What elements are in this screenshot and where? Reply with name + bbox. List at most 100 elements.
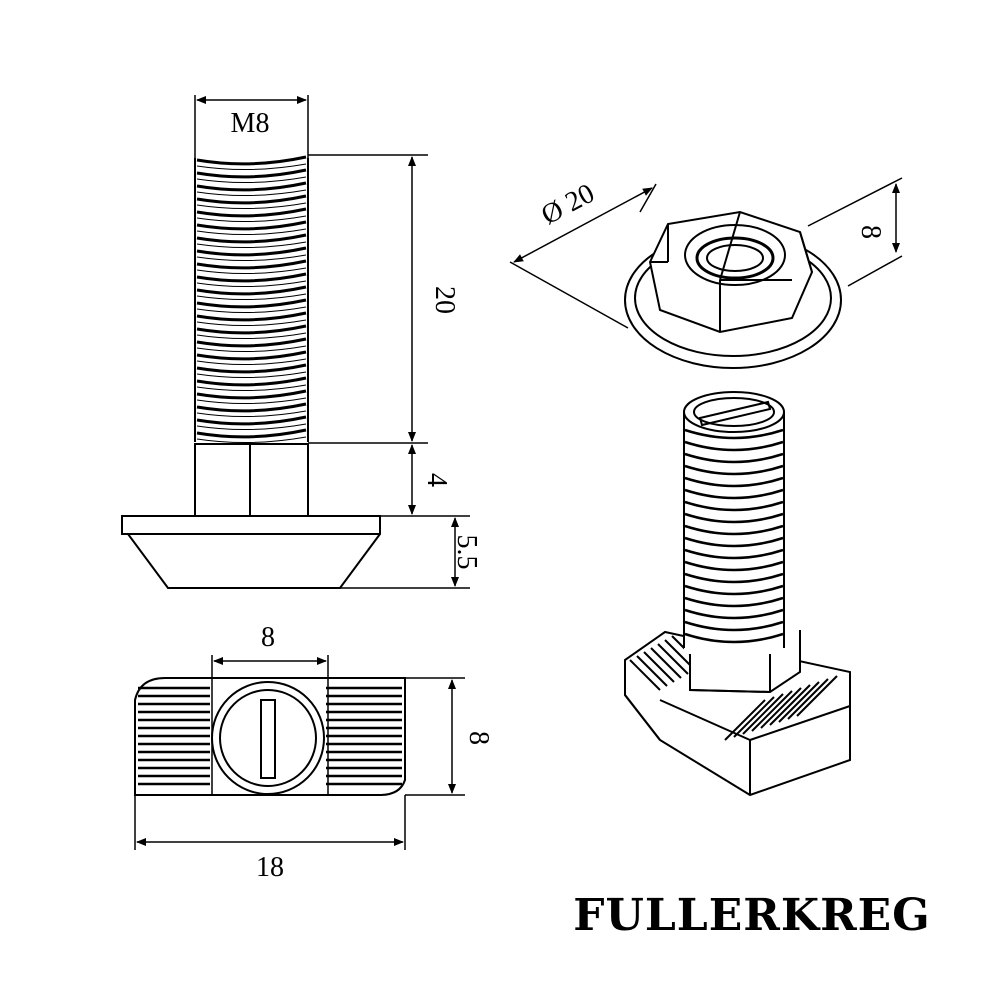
iso-ridge-right	[787, 678, 829, 720]
thread-crest	[196, 376, 307, 387]
thread-crest	[196, 428, 307, 439]
thread-root	[196, 215, 307, 223]
thread-root	[196, 176, 307, 184]
iso-ridge-right	[769, 684, 811, 726]
top-length-label: 18	[256, 852, 284, 883]
thread-crest	[196, 233, 307, 244]
thread-crest	[196, 181, 307, 192]
thread-root	[196, 241, 307, 249]
thread-crest	[196, 389, 307, 400]
iso-thread-crest	[684, 584, 784, 596]
iso-thread-crest	[684, 620, 784, 632]
bolt-neck	[194, 443, 309, 517]
iso-thread-crest	[684, 596, 784, 608]
thread-length-label: 20	[429, 286, 460, 314]
flange-nut	[509, 177, 903, 369]
iso-thread-crest	[684, 500, 784, 512]
thread-crest	[196, 337, 307, 348]
iso-thread-crest	[684, 536, 784, 548]
iso-thread-crest	[684, 548, 784, 560]
thread-body	[196, 155, 307, 444]
top-width-label: 8	[463, 731, 494, 745]
thread-crest	[196, 402, 307, 413]
nut-height-label: 8	[855, 225, 886, 239]
iso-ridge-left	[650, 647, 682, 679]
iso-thread-crest	[684, 428, 784, 440]
nut-bore-thread	[695, 236, 775, 280]
nut-diameter-label: Ø 20	[536, 178, 599, 231]
iso-ridge-left	[657, 643, 689, 675]
iso-thread-crest	[684, 452, 784, 464]
iso-ridge-left	[636, 655, 668, 687]
iso-ridge-right	[778, 681, 820, 723]
nut-hex	[648, 210, 814, 334]
thread-crest	[196, 168, 307, 179]
iso-ridge-right	[796, 675, 838, 717]
thread-crest	[196, 220, 307, 231]
iso-ridge-right	[742, 693, 784, 735]
thread-crest	[196, 272, 307, 283]
thread-root	[196, 293, 307, 301]
iso-thread-crest	[684, 464, 784, 476]
thread-crest	[196, 324, 307, 335]
thread-crest	[196, 350, 307, 361]
neck-height-label: 4	[421, 473, 452, 487]
top-view	[134, 655, 465, 850]
side-view	[121, 95, 470, 589]
slot-width-label: 8	[261, 622, 275, 653]
ridges-top-view	[138, 686, 402, 786]
iso-ridge-left	[629, 659, 661, 691]
iso-thread-body	[684, 428, 784, 644]
thread-root	[196, 384, 307, 392]
iso-thread-crest	[684, 488, 784, 500]
thread-crest	[196, 207, 307, 218]
iso-ridge-right	[724, 699, 766, 741]
thread-root	[196, 423, 307, 431]
iso-thread-crest	[684, 440, 784, 452]
thread-crest	[196, 259, 307, 270]
thread-root	[196, 410, 307, 418]
thread-crest	[196, 415, 307, 426]
iso-thread-crest	[684, 632, 784, 644]
t-head-top	[134, 677, 406, 796]
thread-root	[196, 267, 307, 275]
thread-root	[196, 306, 307, 314]
thread-root	[196, 202, 307, 210]
bolt-end-inner	[219, 689, 317, 787]
thread-root	[196, 371, 307, 379]
thread-root	[196, 319, 307, 327]
thread-root	[196, 280, 307, 288]
iso-thread-crest	[684, 524, 784, 536]
nut-bore-inner	[706, 244, 764, 272]
thread-crest	[196, 246, 307, 257]
thread-root	[196, 436, 307, 444]
thread-root	[196, 228, 307, 236]
iso-ridge-right	[733, 696, 775, 738]
iso-screw-slot	[698, 400, 772, 427]
thread-size-label: M8	[231, 108, 270, 139]
thread-crest	[196, 194, 307, 205]
thread-root	[196, 332, 307, 340]
screw-slot	[260, 699, 276, 779]
t-head-side	[121, 515, 381, 589]
iso-thread-crest	[684, 560, 784, 572]
thread-root	[196, 163, 307, 171]
iso-ridge-right	[751, 690, 793, 732]
thread-root	[196, 189, 307, 197]
iso-thread-crest	[684, 608, 784, 620]
thread-root	[196, 345, 307, 353]
iso-ridge-left	[643, 651, 675, 683]
brand-logo: FULLERKREG	[573, 890, 931, 941]
iso-t-bolt	[624, 391, 851, 797]
ridges-iso-view	[629, 635, 838, 741]
thread-crest	[196, 311, 307, 322]
nut-bore-outer	[684, 224, 786, 286]
iso-thread-crest	[684, 512, 784, 524]
thread-root	[196, 397, 307, 405]
head-height-label: 5.5	[451, 535, 482, 570]
thread-crest	[196, 155, 307, 166]
thread-root	[196, 358, 307, 366]
thread-root	[196, 254, 307, 262]
